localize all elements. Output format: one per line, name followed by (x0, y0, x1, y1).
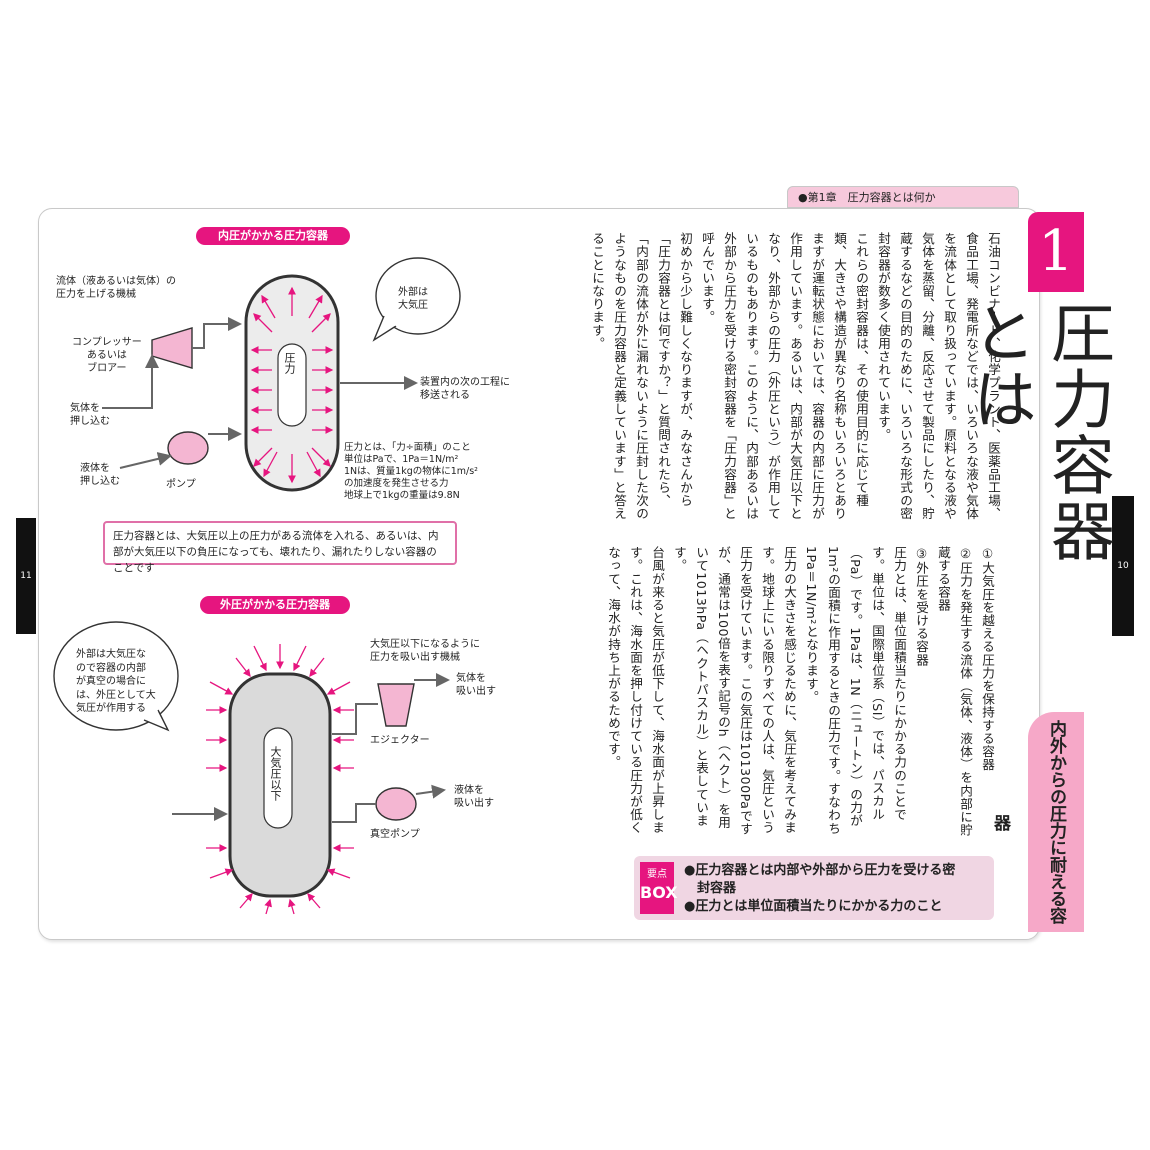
vacuum-pump-label: 真空ポンプ (370, 829, 420, 840)
ejector-label: エジェクター (370, 735, 430, 746)
section-subtitle: 内外からの圧力に耐える容器 (990, 712, 1084, 932)
page-number-right: 10 (1112, 496, 1134, 636)
paragraph-4: 圧力とは、単位面積当たりにかかる力のことです。単位は、国際単位系（SI）では、パ… (804, 546, 907, 835)
section-number: 1 (1028, 212, 1084, 292)
definition-box: 圧力容器とは、大気圧以上の圧力がある流体を入れる、あるいは、内部が大気圧以下の負… (103, 521, 457, 574)
external-bubble-text: 外部は大気圧な ので容器の内部 が真空の場合に は、外圧として大 気圧が作用する (76, 649, 156, 714)
key-box-tag: 要点 BOX (640, 862, 678, 914)
compressor-label: コンプレッサー あるいは ブロアー (72, 337, 142, 374)
gas-in-label: 気体を 押し込む (70, 403, 110, 427)
outward-arrows (250, 286, 334, 484)
key-points: ●圧力容器とは内部や外部から圧力を受ける密 封容器 ●圧力とは単位面積当たりにか… (684, 863, 956, 914)
definition-item-1: ①大気圧を越える圧力を保持する容器 (980, 546, 995, 772)
figure-external-title: 外圧がかかる圧力容器 (200, 596, 350, 614)
vacuum-pump-icon (375, 787, 417, 821)
ejector-icon (377, 683, 415, 727)
inner-pressure-label: 圧力 (283, 352, 296, 374)
gas-out-label: 気体を 吸い出す (456, 673, 496, 697)
inner-vacuum-capsule (263, 727, 293, 829)
pressure-note: 圧力とは、「力÷面積」のこと 単位はPaで、1Pa＝1N/m² 1Nは、質量1k… (344, 442, 478, 501)
inner-pressure-capsule (277, 343, 307, 427)
page-number-left: 11 (16, 518, 36, 634)
definition-item-3: ③外圧を受ける容器 (914, 546, 929, 667)
machine-label: 流体（液あるいは気体）の 圧力を上げる機械 (56, 276, 176, 300)
paragraph-3: 初めから少し難しくなりますが、みなさんから「圧力容器とは何ですか？」と質問された… (590, 232, 693, 521)
definition-item-2: ②圧力を発生する流体（気体、液体）を内部に貯蔵する容器 (936, 546, 973, 837)
liquid-in-label: 液体を 押し込む (80, 463, 120, 487)
vacuum-bubble (53, 621, 179, 731)
body-text-lower: ①大気圧を越える圧力を保持する容器 ②圧力を発生する流体（気体、液体）を内部に貯… (606, 546, 998, 842)
below-atmosphere-label: 大気圧以下 (269, 746, 282, 801)
external-pressure-diagram (53, 621, 450, 915)
compressor-icon (151, 327, 193, 369)
paragraph-2: これらの密封容器は、その使用目的に応じて種類、大きさや構造が異なり名称もいろいろ… (700, 232, 869, 521)
pump-label: ポンプ (166, 479, 196, 490)
paragraph-1: 石油コンビナート、化学プラント、医薬品工場、食品工場、発電所などでは、いろいろな… (876, 232, 1001, 521)
key-points-box: 要点 BOX ●圧力容器とは内部や外部から圧力を受ける密 封容器 ●圧力とは単位… (634, 856, 994, 920)
pump-icon (167, 431, 209, 465)
bubble-text: 外部は 大気圧 (398, 287, 428, 311)
inward-arrows (206, 644, 354, 915)
page-title: 圧力容器とは (962, 300, 1114, 564)
outlet-label: 装置内の次の工程に 移送される (420, 377, 510, 401)
paragraph-6: 台風が来ると気圧が低下して、海水面が上昇します。これは、海水面を押し付けている圧… (606, 546, 665, 835)
body-text-upper: 石油コンビナート、化学プラント、医薬品工場、食品工場、発電所などでは、いろいろな… (590, 232, 1004, 524)
chapter-header: ●第1章 圧力容器とは何か (787, 186, 1019, 208)
paragraph-5: 圧力の大きさを感じるために、気圧を考えてみます。地球上にいる限りすべての人は、気… (672, 546, 797, 836)
atmosphere-bubble (375, 257, 461, 335)
liquid-out-label: 液体を 吸い出す (454, 785, 494, 809)
suction-machine-label: 大気圧以下になるように 圧力を吸い出す機械 (370, 639, 480, 663)
figure-internal-title: 内圧がかかる圧力容器 (196, 227, 350, 245)
internal-pressure-diagram (102, 257, 461, 492)
